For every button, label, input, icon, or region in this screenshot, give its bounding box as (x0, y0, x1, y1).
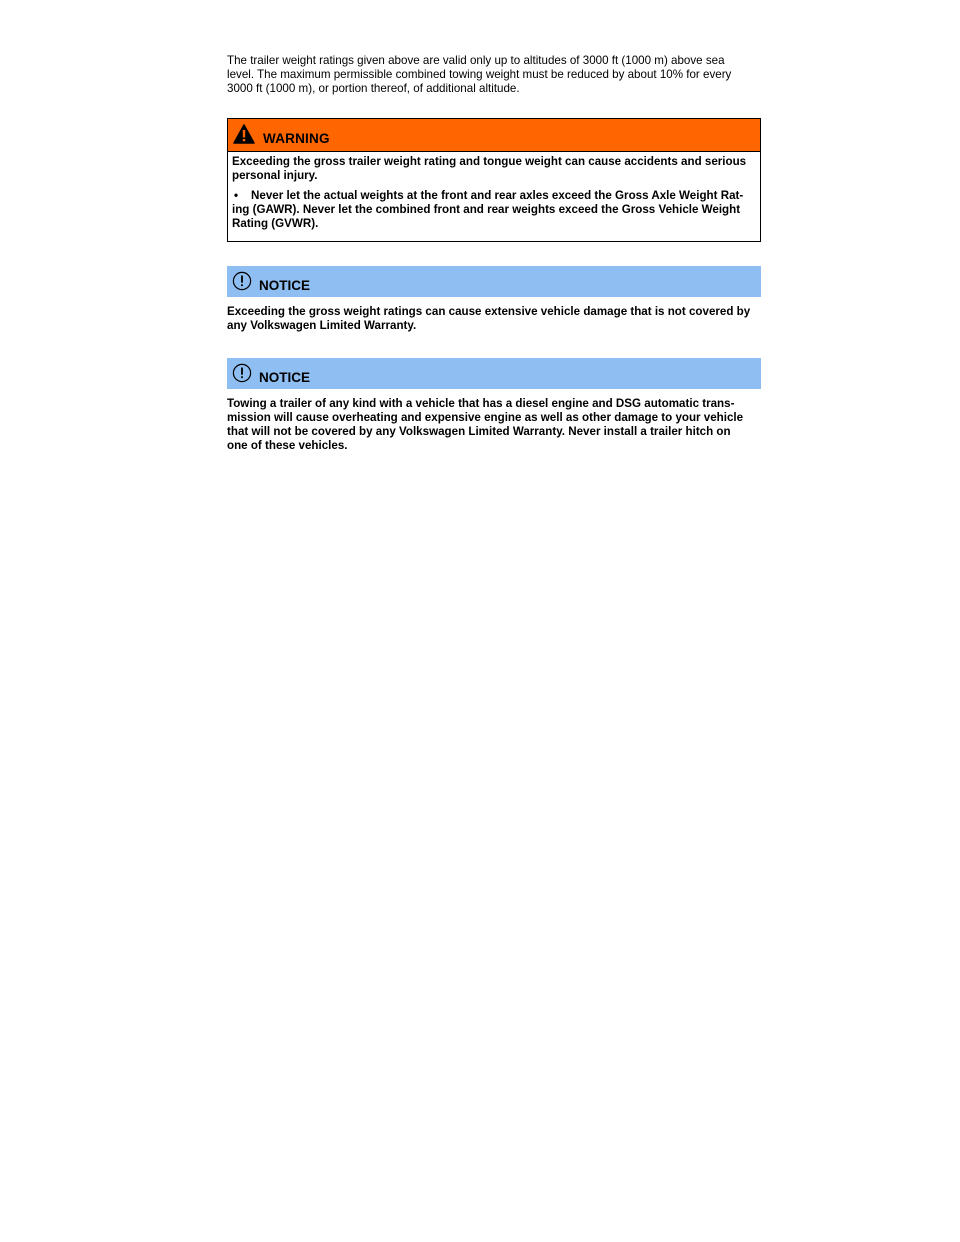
warning-header: WARNING (228, 119, 760, 152)
notice-header: NOTICE (227, 266, 761, 297)
warning-box: WARNING Exceeding the gross trailer weig… (227, 118, 761, 242)
notice-block: NOTICE Towing a trailer of any kind with… (227, 358, 761, 453)
notice-line: that will not be covered by any Volkswag… (227, 425, 731, 438)
notice-block: NOTICE Exceeding the gross weight rating… (227, 266, 761, 333)
exclamation-circle-icon (232, 363, 252, 383)
warning-bullet-continuation: ing (GAWR). Never let the combined front… (232, 203, 756, 231)
intro-line: The trailer weight ratings given above a… (227, 54, 725, 67)
warning-bullet-item: • Never let the actual weights at the fr… (232, 189, 756, 203)
notice-text: Towing a trailer of any kind with a vehi… (227, 397, 761, 453)
warning-line: Exceeding the gross trailer weight ratin… (232, 155, 747, 168)
notice-title: NOTICE (259, 278, 311, 293)
notice-title: NOTICE (259, 370, 311, 385)
warning-line: personal injury. (232, 169, 318, 182)
manual-page-content: The trailer weight ratings given above a… (227, 54, 761, 453)
warning-body: Exceeding the gross trailer weight ratin… (228, 152, 760, 241)
intro-paragraph: The trailer weight ratings given above a… (227, 54, 761, 96)
notice-line: any Volkswagen Limited Warranty. (227, 319, 417, 332)
warning-triangle-icon (233, 124, 255, 144)
notice-header: NOTICE (227, 358, 761, 389)
notice-line: Exceeding the gross weight ratings can c… (227, 305, 751, 318)
exclamation-circle-icon (232, 271, 252, 291)
warning-bullet-line: ing (GAWR). Never let the combined front… (232, 203, 741, 216)
warning-bullet-first-line: Never let the actual weights at the fron… (251, 189, 744, 202)
notice-line: one of these vehicles. (227, 439, 348, 452)
notice-text: Exceeding the gross weight ratings can c… (227, 305, 761, 333)
intro-line: 3000 ft (1000 m), or portion thereof, of… (227, 82, 520, 95)
warning-text: Exceeding the gross trailer weight ratin… (232, 155, 756, 183)
warning-bullet-line: Rating (GVWR). (232, 217, 319, 230)
warning-title: WARNING (263, 131, 330, 146)
bullet-symbol: • (234, 189, 239, 202)
intro-line: level. The maximum permissible combined … (227, 68, 732, 81)
notice-line: Towing a trailer of any kind with a vehi… (227, 397, 735, 410)
notice-line: mission will cause overheating and expen… (227, 411, 744, 424)
